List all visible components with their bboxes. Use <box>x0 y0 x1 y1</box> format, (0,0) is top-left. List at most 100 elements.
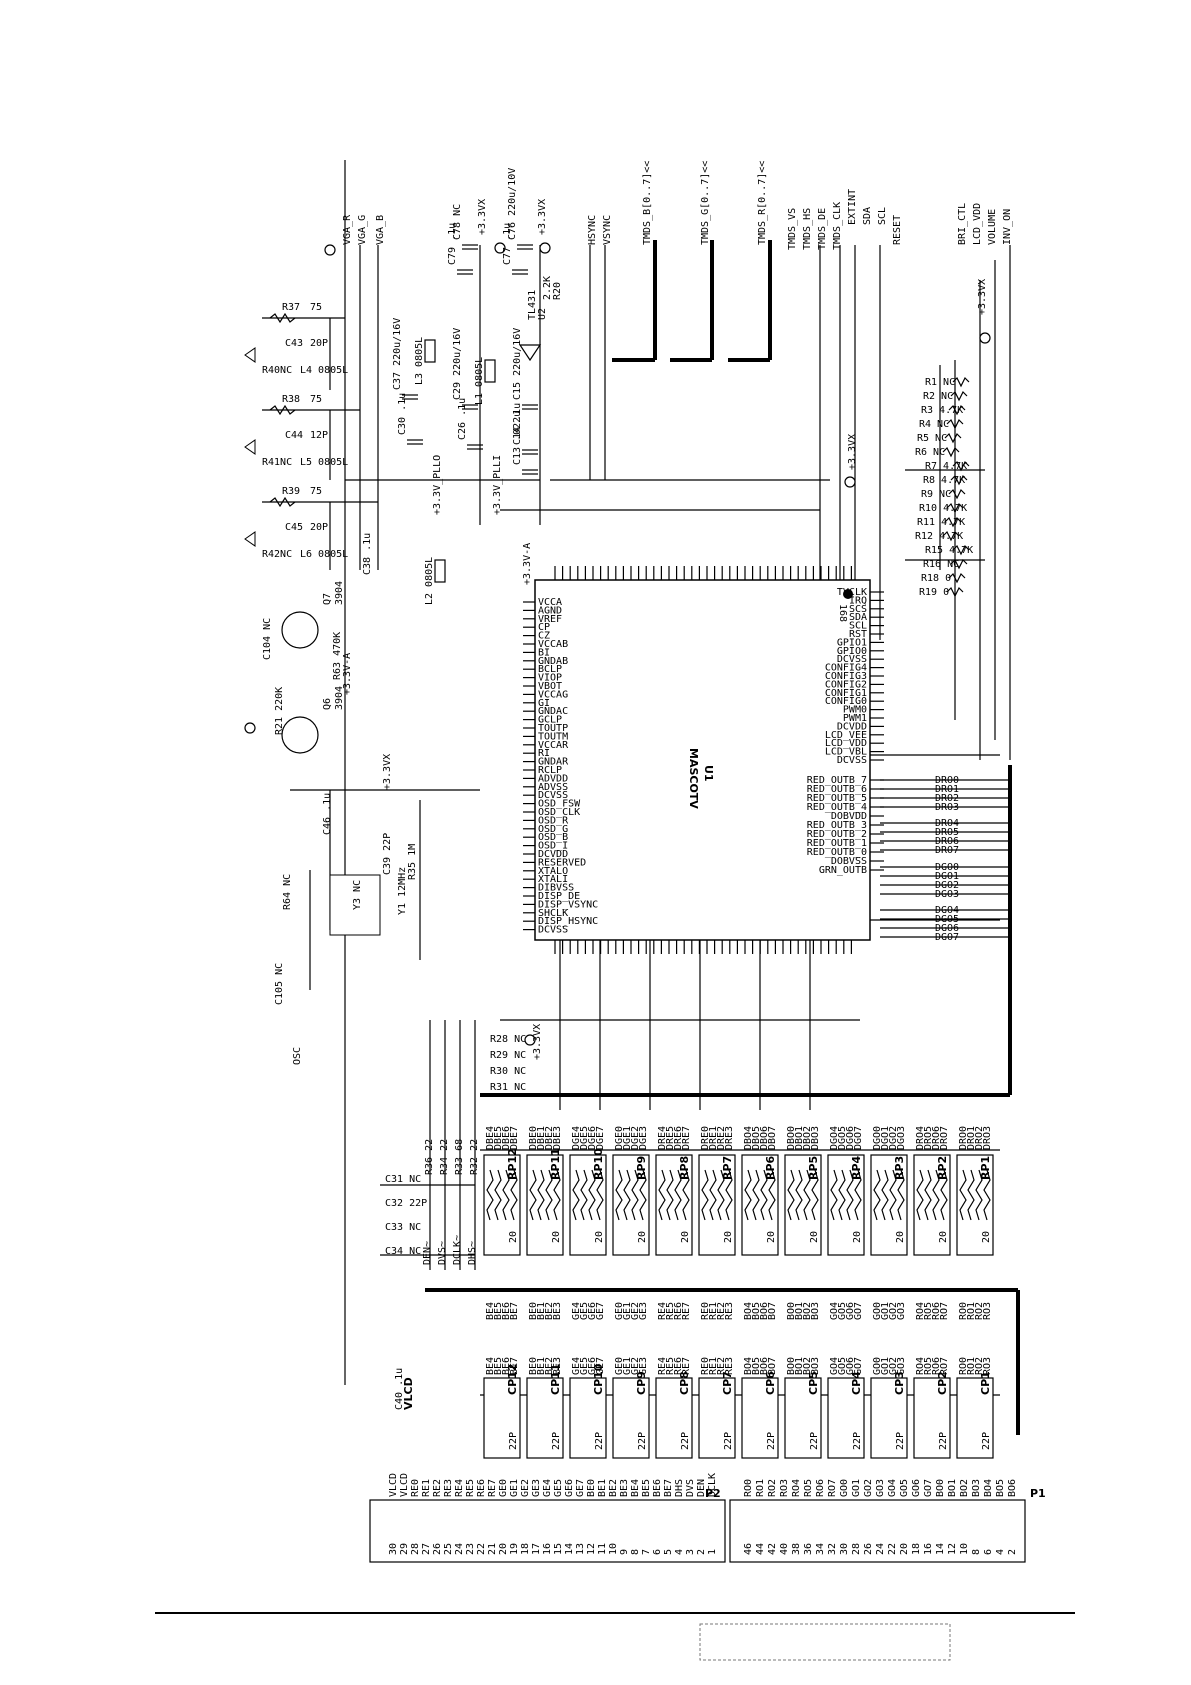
p1-pin-number: 42 <box>767 1543 778 1555</box>
clk-net-label: DCLK~ <box>452 1235 463 1265</box>
p1-pin-net: RO4 <box>791 1479 802 1497</box>
pin-label-analog: DIBVSS <box>538 883 574 894</box>
dg-net-label: DGO4 <box>935 905 959 916</box>
term-res-label: R30 NC <box>490 1066 526 1077</box>
rp-net-out: BE4 <box>485 1302 496 1320</box>
power-label: +3.3VX <box>477 199 488 235</box>
misc-part-label: C46 .1u <box>322 793 333 835</box>
rp-net-out: GO5 <box>837 1302 848 1320</box>
pin-label-analog: GNDAB <box>538 656 568 667</box>
signal-label: SCL <box>877 207 888 225</box>
vga-label: VGA_G <box>357 215 368 245</box>
pack-resistor <box>510 1169 518 1221</box>
p2-pin-number: 19 <box>509 1543 520 1555</box>
p1-pin-net: RO1 <box>755 1479 766 1497</box>
p1-pin-net: BO0 <box>935 1479 946 1497</box>
cp-net: RO3 <box>982 1357 993 1375</box>
rp-net-in: DBO1 <box>794 1126 805 1150</box>
cap-label: C76 220u/10V <box>507 168 518 240</box>
vga-res-ref: R39 <box>282 486 300 497</box>
cap-label: C14 .1u <box>512 403 523 445</box>
misc-part-label: Y1 12MHz <box>397 867 408 915</box>
rp-pack-value: 20 <box>723 1231 734 1243</box>
p2-pin-number: 14 <box>564 1543 575 1555</box>
cap-pack <box>913 1377 951 1459</box>
vga-cap-value: 20P <box>310 338 328 349</box>
p2-pin-net: GE1 <box>509 1479 520 1497</box>
p2-pin-number: 2 <box>696 1549 707 1555</box>
p2-pin-number: 27 <box>421 1543 432 1555</box>
connector-p2 <box>369 1499 726 1563</box>
rp-pack-label: RP11 <box>549 1148 562 1180</box>
pack-resistor <box>486 1169 494 1221</box>
chip-body <box>534 579 871 941</box>
p2-pin-number: 16 <box>542 1543 553 1555</box>
cp-net: GE5 <box>579 1357 590 1375</box>
pullup-res-label: R15 4.7K <box>925 545 973 556</box>
cp-net: BE4 <box>485 1357 496 1375</box>
pin-label-analog: OSD_I <box>538 841 568 852</box>
rp-net-in: DRE1 <box>708 1126 719 1150</box>
sync-label: HSYNC <box>587 215 598 245</box>
rp-net-in: DGO5 <box>837 1126 848 1150</box>
resistor-zigzag <box>269 496 296 508</box>
cp-net: BE7 <box>509 1357 520 1375</box>
resistor-zigzag <box>950 474 968 486</box>
pin-label-analog: DCVSS <box>538 790 568 801</box>
rp-net-out: GO3 <box>896 1302 907 1320</box>
pin-label-ctrl: GPIO0 <box>837 646 867 657</box>
pin-label-analog: DCVSS <box>538 925 568 936</box>
pack-resistor <box>932 1169 940 1221</box>
p2-pin-net: BE6 <box>652 1479 663 1497</box>
cap-pack <box>784 1377 822 1459</box>
rp-net-out: BO2 <box>802 1302 813 1320</box>
pin-label-analog: RI <box>538 748 550 759</box>
p1-pin-net: GO7 <box>923 1479 934 1497</box>
rp-net-out: BO4 <box>743 1302 754 1320</box>
pack-resistor <box>760 1169 768 1221</box>
inductor-label: L2 0805L <box>424 557 435 605</box>
rp-net-out: RE6 <box>673 1302 684 1320</box>
pin-label-analog: XTALO <box>538 866 568 877</box>
pack-resistor <box>838 1169 846 1221</box>
rp-net-in: DBE0 <box>528 1126 539 1150</box>
sync-label: VSYNC <box>602 215 613 245</box>
term-res-label: R34 22 <box>439 1139 450 1175</box>
rp-net-in: DBO5 <box>751 1126 762 1150</box>
p2-pin-number: 17 <box>531 1543 542 1555</box>
pullup-res-label: R5 NC <box>917 433 947 444</box>
p1-pin-number: 4 <box>995 1549 1006 1555</box>
pin-label-analog: VCCAG <box>538 689 568 700</box>
p2-pin-net: RE3 <box>443 1479 454 1497</box>
pack-resistor <box>975 1169 983 1221</box>
p1-pin-number: 38 <box>791 1543 802 1555</box>
rp-net-out: RO5 <box>923 1302 934 1320</box>
cp-pack-value: 22P <box>680 1432 691 1450</box>
pin-label-analog: XTALI <box>538 874 568 885</box>
pullup-res-label: R11 4.7K <box>917 517 965 528</box>
vga-res-value: 75 <box>310 394 322 405</box>
rp-net-out: GO0 <box>872 1302 883 1320</box>
rp-pack-value: 20 <box>766 1231 777 1243</box>
p1-pin-number: 20 <box>899 1543 910 1555</box>
p2-pin-number: 24 <box>454 1543 465 1555</box>
cp-net: GO3 <box>896 1357 907 1375</box>
misc-part-label: C105 NC <box>274 963 285 1005</box>
pullup-res-label: R18 0 <box>921 573 951 584</box>
p1-pin-number: 46 <box>743 1543 754 1555</box>
p2-pin-net: VLCD <box>399 1473 410 1497</box>
rp-net-out: GE0 <box>614 1302 625 1320</box>
cp-net: GE7 <box>595 1357 606 1375</box>
rp-net-in: DBO0 <box>786 1126 797 1150</box>
rp-net-in: DRO0 <box>958 1126 969 1150</box>
pin-label-ctrl: PWM1 <box>843 713 867 724</box>
pin-label-out: GRN_OUTB <box>819 865 867 876</box>
rp-net-out: RE0 <box>700 1302 711 1320</box>
rp-pack-label: RP5 <box>807 1156 820 1180</box>
signal-label: LCD_VDD <box>972 203 983 245</box>
vga-res-value: 75 <box>310 302 322 313</box>
cp-net: BE2 <box>544 1357 555 1375</box>
rp-net-in: DBE5 <box>493 1126 504 1150</box>
pin-label-analog: CP <box>538 622 550 633</box>
term-res-label: R31 NC <box>490 1082 526 1093</box>
